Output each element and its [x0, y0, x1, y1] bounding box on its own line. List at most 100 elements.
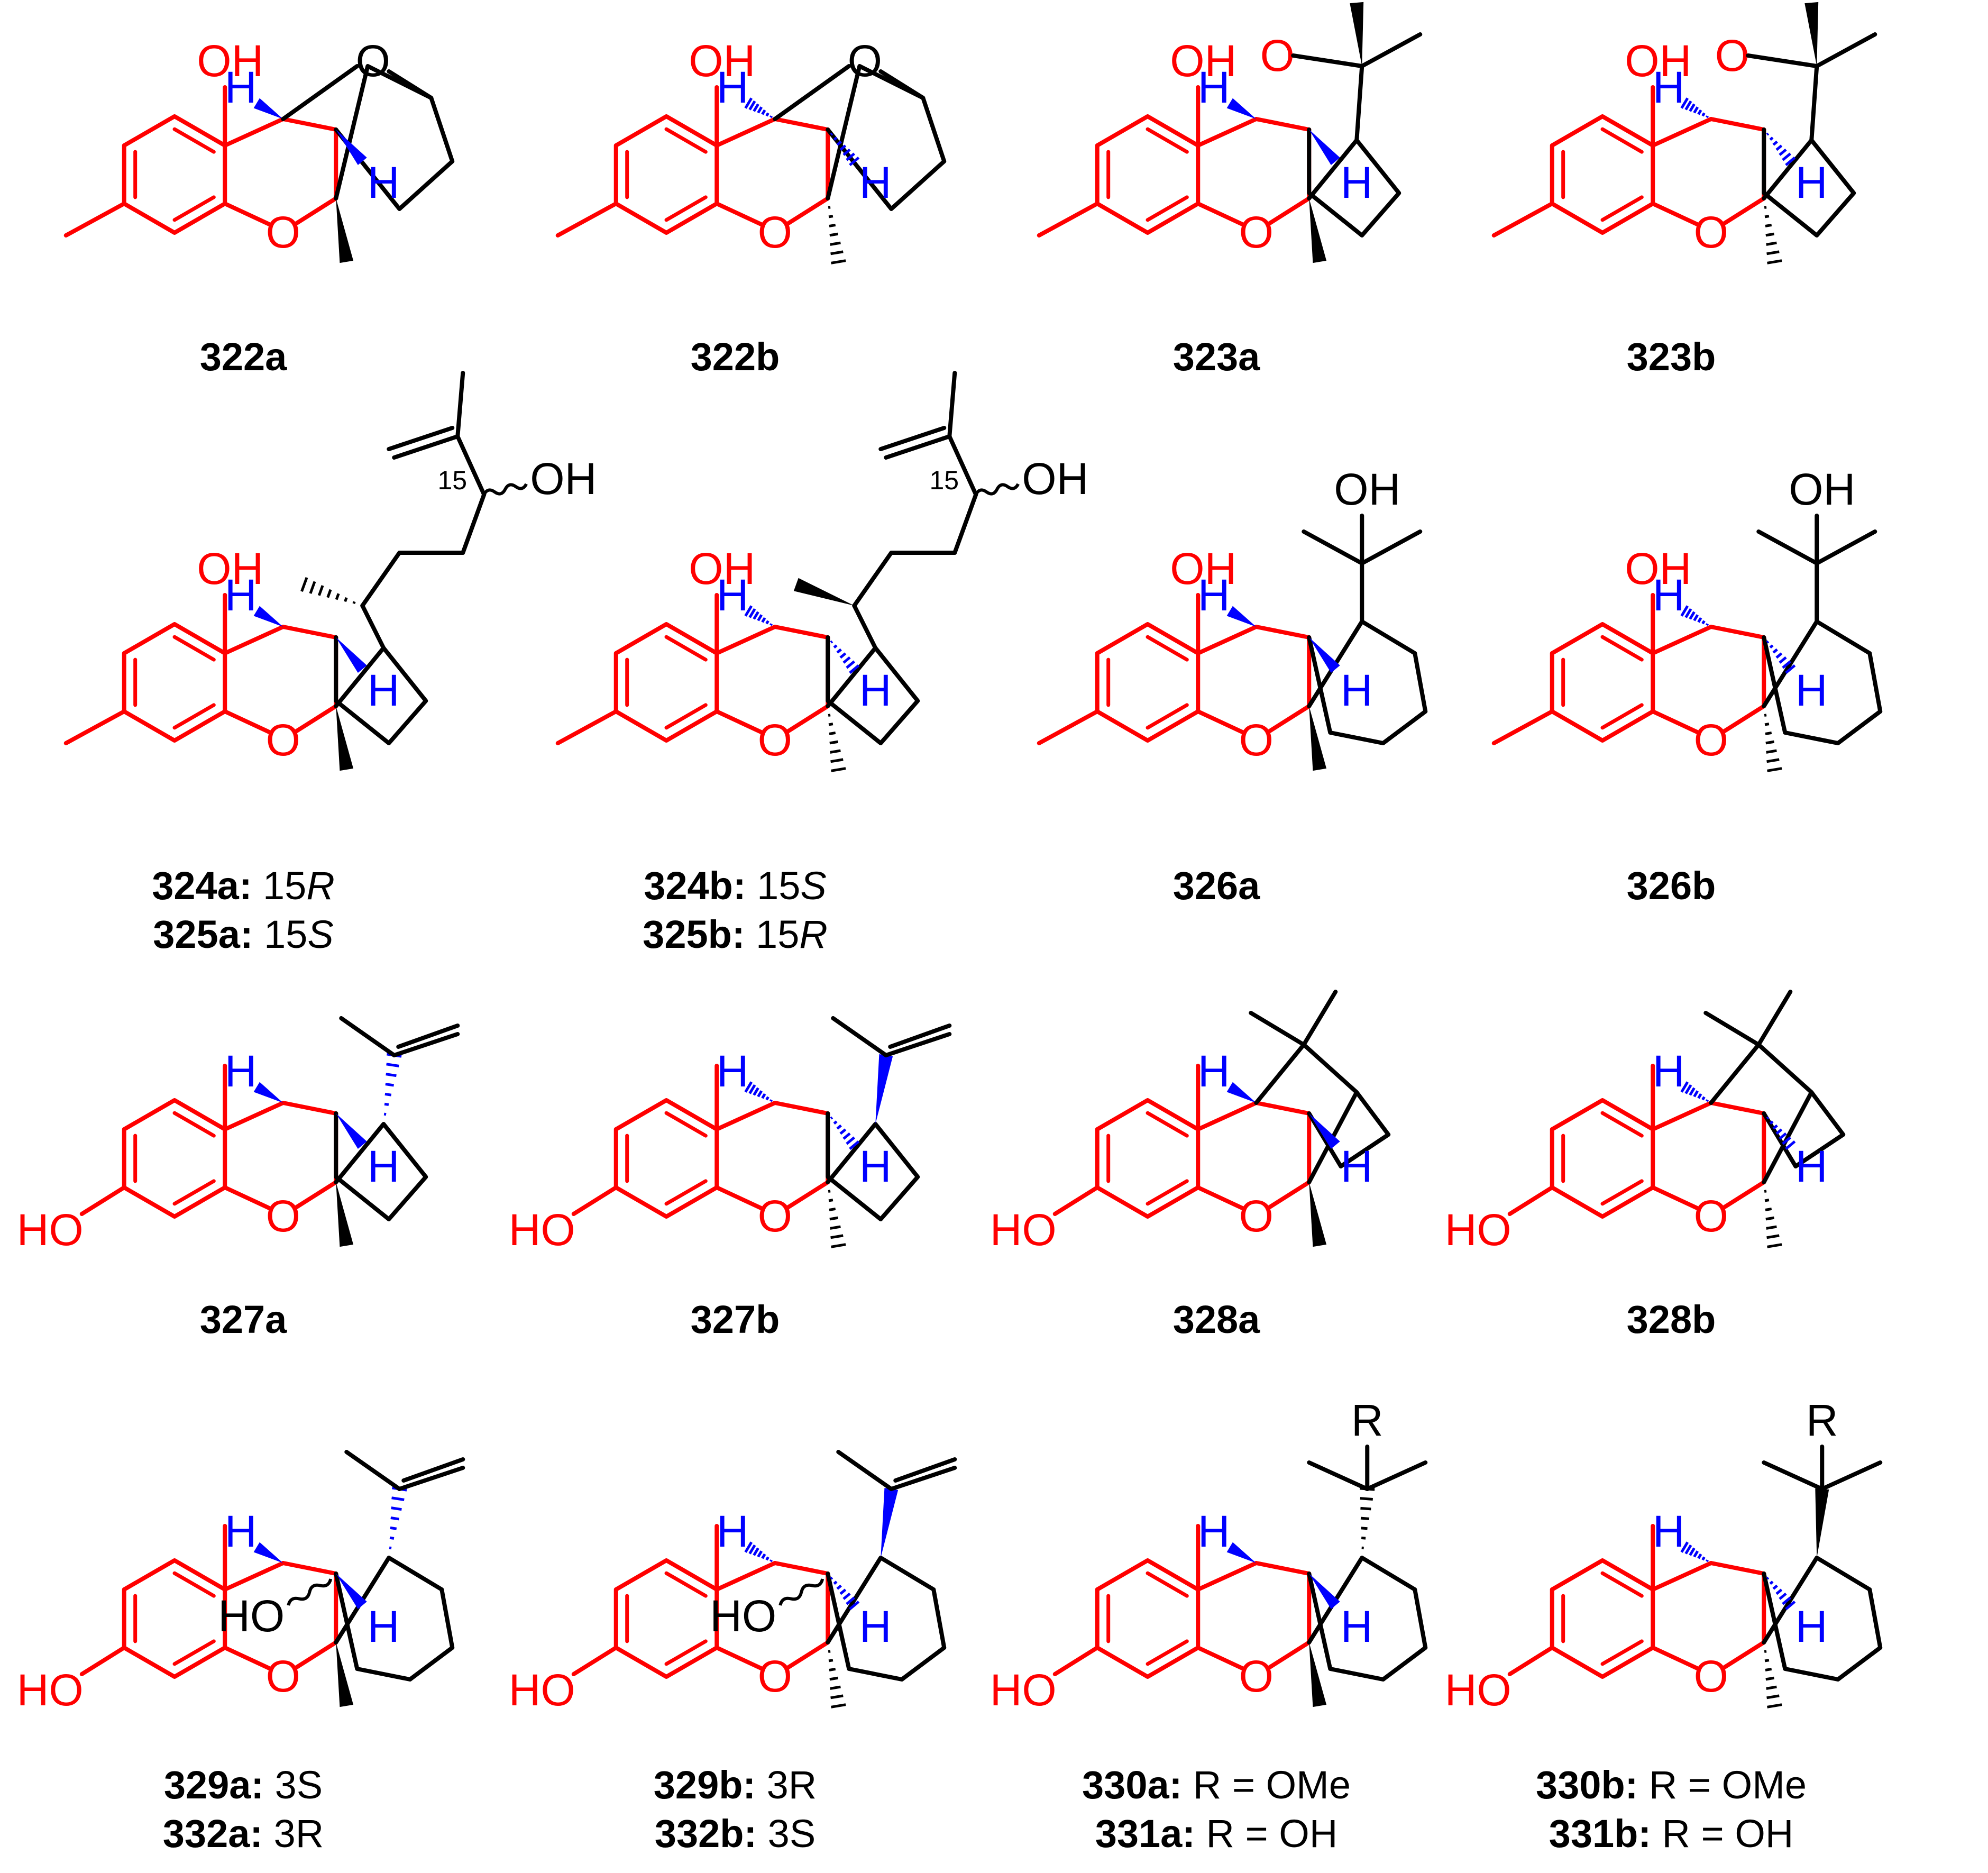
hydroxyl-oh: OH	[1334, 464, 1400, 514]
bond	[387, 69, 434, 100]
bond	[172, 127, 216, 154]
ring-bonds	[1267, 1640, 1312, 1670]
bond	[1291, 53, 1364, 68]
ring-bonds	[1196, 202, 1246, 227]
hydroxyl-oh: OH	[1625, 544, 1691, 593]
stereo-h: H	[368, 1141, 400, 1191]
bond	[1491, 709, 1554, 745]
bond	[172, 635, 216, 662]
compound-label: 324b: 15S	[644, 864, 827, 908]
bond	[773, 1561, 830, 1576]
bond	[172, 703, 216, 730]
ring-bonds	[334, 1556, 455, 1682]
compound-label: 331a: R = OH	[1095, 1812, 1338, 1856]
stereo-h: H	[859, 1602, 892, 1651]
wedge-bond	[1309, 198, 1327, 263]
hash-bond	[1766, 132, 1796, 166]
ring-bonds	[826, 64, 947, 211]
hydroxyl-oh: OH	[1170, 544, 1236, 593]
bond	[172, 1571, 216, 1598]
ring-bonds	[294, 196, 338, 226]
ring-oxygen: O	[758, 1191, 792, 1241]
bond	[1820, 1460, 1883, 1491]
bond	[223, 117, 286, 148]
r-group: R	[1806, 1395, 1838, 1445]
wedge-bond	[1309, 1182, 1327, 1247]
bond	[831, 1016, 888, 1057]
hash-bond	[1764, 1650, 1782, 1708]
bond	[1196, 1561, 1259, 1592]
compound-label: 325b: 15R	[643, 912, 828, 956]
bond	[1756, 990, 1793, 1047]
stereo-h: H	[1198, 1046, 1230, 1096]
hash-bond	[1680, 97, 1709, 118]
stereo-h: H	[225, 1506, 257, 1556]
wedge-bond	[1309, 706, 1327, 771]
wedge-bond	[253, 98, 283, 119]
bond	[1354, 64, 1364, 142]
hash-bond	[1764, 714, 1782, 772]
bond	[401, 1457, 465, 1483]
bond	[836, 1450, 894, 1491]
bond	[281, 1101, 338, 1116]
bond	[1360, 529, 1423, 565]
stereo-h: H	[859, 665, 892, 715]
bond	[947, 434, 978, 497]
bond	[1146, 127, 1189, 154]
wedge-bond	[875, 1054, 893, 1124]
compound-label: 327b	[691, 1298, 780, 1341]
bond	[1146, 1111, 1189, 1138]
bond	[1600, 1639, 1644, 1666]
bond	[1709, 117, 1766, 132]
bond	[1651, 625, 1714, 655]
hash-bond	[828, 1190, 846, 1248]
hydroxyl-oh: OH	[1022, 454, 1088, 504]
bond	[1146, 1571, 1189, 1598]
wedge-bond	[1226, 1542, 1257, 1563]
bond	[1037, 202, 1100, 237]
ring-bonds	[1307, 1556, 1428, 1682]
bond	[281, 64, 360, 121]
bond	[360, 604, 386, 650]
ring-bonds	[785, 704, 830, 734]
ring-oxygen: O	[1239, 1191, 1274, 1241]
ring-bonds	[613, 1098, 719, 1219]
ring-bonds	[1721, 704, 1766, 734]
hash-bond	[830, 132, 860, 166]
ring-bonds	[714, 1185, 765, 1211]
stereo-h: H	[225, 62, 257, 112]
bond	[1052, 1185, 1100, 1216]
bond	[1600, 1179, 1644, 1206]
hash-bond	[1360, 1487, 1375, 1550]
compound-label: 326a	[1173, 864, 1260, 908]
bond	[281, 117, 338, 132]
stereo-h: H	[1653, 1046, 1685, 1096]
bond	[1302, 990, 1338, 1047]
bond	[79, 1646, 126, 1676]
hash-bond	[830, 1116, 860, 1150]
bond	[664, 703, 708, 730]
stereo-h: H	[1653, 1506, 1685, 1556]
compound-label: 322a	[200, 335, 287, 379]
stereo-h: H	[717, 570, 749, 620]
ring-bonds	[1550, 1098, 1655, 1219]
bond	[555, 202, 618, 237]
hash-bond	[300, 577, 356, 605]
stereo-h: H	[717, 62, 749, 112]
ring-bonds	[223, 709, 273, 735]
bond	[773, 625, 830, 639]
bond	[664, 635, 708, 662]
compound-label: 323a	[1173, 335, 1260, 379]
bond	[79, 1185, 126, 1216]
ring-bonds	[334, 64, 455, 211]
ring-bonds	[294, 1640, 338, 1670]
ring-oxygen: O	[266, 1651, 300, 1701]
bond	[555, 709, 618, 745]
stereo-h: H	[1795, 665, 1828, 715]
hydroxyl-oh: OH	[197, 544, 263, 593]
bond	[773, 64, 851, 121]
wedge-bond	[1309, 1113, 1340, 1149]
